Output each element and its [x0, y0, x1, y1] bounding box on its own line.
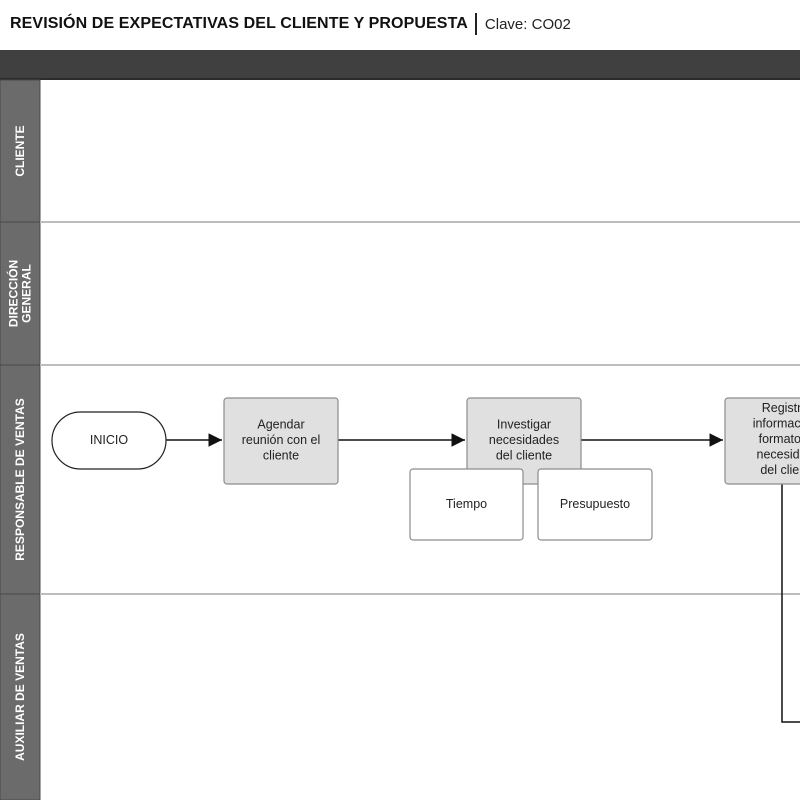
note-box — [537, 468, 653, 541]
lane-header-auxiliar-de-ventas — [0, 593, 41, 800]
node-label-tiempo: Tiempo — [446, 497, 487, 511]
diagram-header: REVISIÓN DE EXPECTATIVAS DEL CLIENTE Y P… — [0, 0, 800, 48]
node-label-presupuesto: Presupuesto — [560, 497, 630, 511]
node-label-agendar-reunion: Agendar — [257, 418, 304, 432]
lane-header-direccion-general — [0, 221, 41, 366]
lane-label-direccion-general: DIRECCIÓN — [6, 260, 21, 327]
process-box — [223, 397, 339, 485]
lane-label-direccion-general: GENERAL — [20, 264, 34, 323]
node-tiempo[interactable]: Tiempo — [409, 468, 524, 541]
lane-label-auxiliar-de-ventas: AUXILIAR DE VENTAS — [13, 633, 27, 761]
node-label-investigar-necesidades: Investigar — [497, 418, 551, 432]
process-box — [724, 397, 800, 485]
node-label-agendar-reunion: cliente — [263, 449, 299, 463]
lane-auxiliar-de-ventas: AUXILIAR DE VENTAS — [0, 593, 800, 800]
top-bar — [0, 50, 800, 80]
title-separator — [474, 13, 477, 35]
node-label-registrar-informacion: formato d — [759, 432, 800, 446]
node-label-investigar-necesidades: necesidades — [489, 433, 559, 447]
node-label-agendar-reunion: reunión con el — [242, 433, 321, 447]
node-label-registrar-informacion: Registra — [762, 401, 800, 415]
node-label-inicio: INICIO — [90, 433, 128, 447]
process-box — [466, 397, 582, 485]
lane-cliente: CLIENTE — [0, 79, 41, 223]
diagram-title: REVISIÓN DE EXPECTATIVAS DEL CLIENTE Y P… — [10, 15, 468, 32]
node-label-investigar-necesidades: del cliente — [496, 449, 552, 463]
node-inicio[interactable]: INICIO — [51, 411, 167, 470]
node-label-registrar-informacion: información — [753, 417, 800, 431]
lane-label-cliente: CLIENTE — [13, 125, 27, 176]
terminator-shape — [51, 411, 167, 470]
node-label-registrar-informacion: del client — [760, 463, 800, 477]
note-box — [409, 468, 524, 541]
node-presupuesto[interactable]: Presupuesto — [537, 468, 653, 541]
lane-header-cliente — [0, 79, 41, 223]
node-registrar-informacion[interactable]: Registra informaciónformato d necesidaddel… — [724, 397, 800, 485]
lane-header-responsable-de-ventas — [0, 364, 41, 595]
edge-registrar-informacion-to-auxiliar-de-ventas — [781, 484, 800, 723]
lane-responsable-de-ventas: RESPONSABLE DE VENTAS — [0, 364, 800, 595]
diagram-code: Clave: CO02 — [484, 15, 571, 33]
node-label-registrar-informacion: necesidad — [757, 448, 800, 462]
lane-label-responsable-de-ventas: RESPONSABLE DE VENTAS — [13, 398, 27, 560]
